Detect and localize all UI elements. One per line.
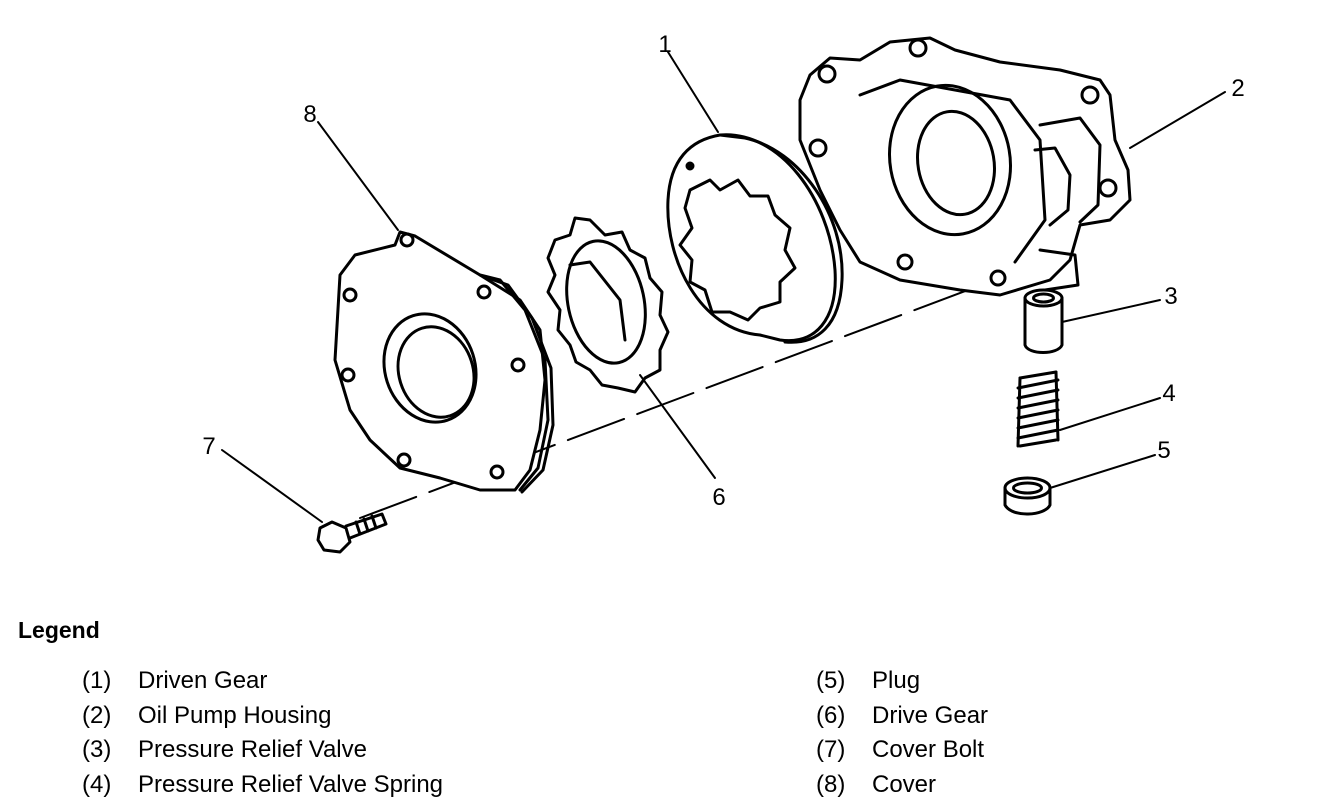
- driven-gear-part: [666, 133, 844, 344]
- plug-part: [1003, 476, 1052, 516]
- legend-item: (6) Drive Gear: [816, 701, 988, 736]
- legend-item-label: Pressure Relief Valve Spring: [138, 770, 444, 798]
- pressure-relief-valve-spring-part: [1016, 370, 1060, 448]
- legend-item: (2) Oil Pump Housing: [82, 701, 443, 736]
- callout-6: 6: [712, 484, 725, 511]
- legend-item-number: (2): [82, 701, 112, 729]
- callout-4: 4: [1162, 380, 1175, 407]
- callout-1: 1: [658, 31, 671, 58]
- oil-pump-housing-part: [798, 36, 1132, 297]
- legend-item: (1) Driven Gear: [82, 666, 443, 701]
- legend-column-left: (1) Driven Gear (2) Oil Pump Housing (3)…: [82, 666, 443, 804]
- legend-item-label: Cover: [872, 770, 937, 798]
- cover-part: [333, 230, 555, 494]
- legend-column-right: (5) Plug (6) Drive Gear (7) Cover Bolt (…: [816, 666, 988, 804]
- callout-5: 5: [1157, 437, 1170, 464]
- legend-item-label: Cover Bolt: [872, 736, 985, 763]
- legend-item-number: (3): [82, 736, 112, 763]
- legend-item: (8) Cover: [816, 770, 988, 805]
- legend-item-number: (8): [816, 770, 846, 798]
- legend-item: (3) Pressure Relief Valve: [82, 735, 443, 770]
- callout-3: 3: [1164, 283, 1177, 310]
- callout-2: 2: [1231, 75, 1244, 102]
- legend-item: (5) Plug: [816, 666, 988, 701]
- legend-item-label: Pressure Relief Valve: [138, 736, 367, 763]
- pressure-relief-valve-part: [1023, 288, 1064, 354]
- leader-lines: [221, 51, 1226, 523]
- drive-gear-part: [546, 216, 670, 394]
- legend-title: Legend: [18, 617, 100, 643]
- legend-item-number: (6): [816, 701, 846, 729]
- oil-pump-exploded-diagram: 1 2 3 4 5 6 7 8: [202, 31, 1245, 554]
- legend-item-label: Driven Gear: [138, 667, 268, 694]
- legend-item: (7) Cover Bolt: [816, 735, 988, 770]
- legend-item: (4) Pressure Relief Valve Spring: [82, 770, 443, 805]
- legend-item-number: (7): [816, 736, 846, 763]
- callout-7: 7: [202, 433, 215, 460]
- cover-bolt-part: [316, 512, 388, 554]
- legend-item-label: Oil Pump Housing: [138, 701, 332, 729]
- legend-item-label: Plug: [872, 667, 921, 694]
- legend-item-label: Drive Gear: [872, 701, 989, 729]
- legend-item-number: (5): [816, 667, 846, 694]
- legend-item-number: (4): [82, 770, 112, 798]
- legend-item-number: (1): [82, 667, 112, 694]
- callout-8: 8: [303, 101, 316, 128]
